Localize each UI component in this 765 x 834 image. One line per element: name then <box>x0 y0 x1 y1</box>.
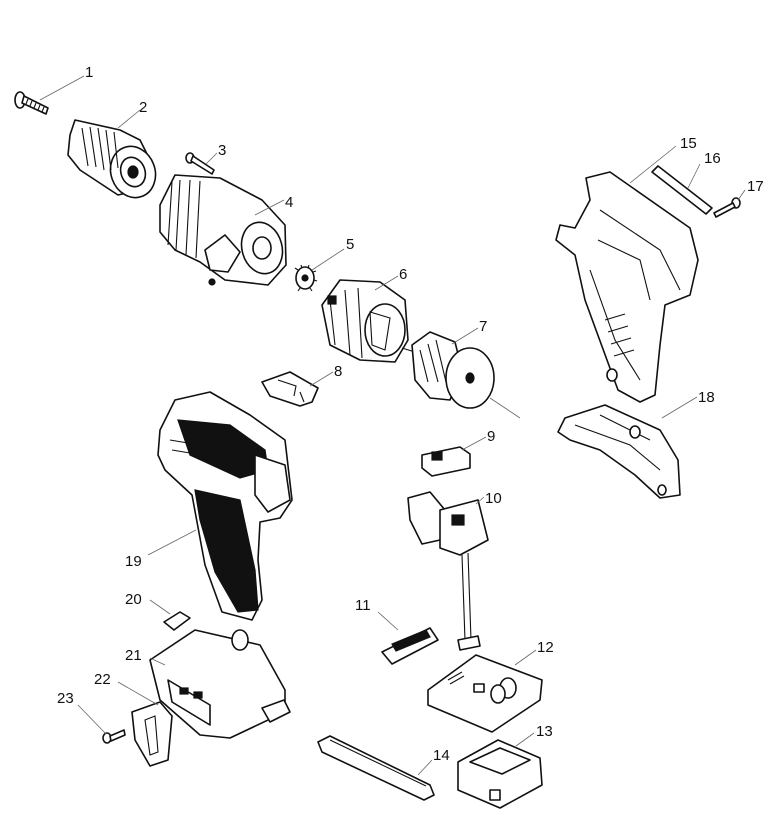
label-19: 19 <box>125 553 142 570</box>
label-16: 16 <box>704 150 721 167</box>
label-20: 20 <box>125 591 142 608</box>
part-19-housing-left <box>157 391 293 621</box>
label-6: 6 <box>399 266 407 283</box>
part-15-housing-right <box>555 171 699 403</box>
part-6-stator <box>321 279 409 363</box>
part-13-terminal <box>457 739 543 809</box>
label-12: 12 <box>537 639 554 656</box>
part-11-led-board <box>381 627 439 665</box>
label-11: 11 <box>355 597 371 614</box>
label-18: 18 <box>698 389 715 406</box>
part-9-switch <box>421 446 471 477</box>
part-21-battery-base <box>149 629 291 739</box>
part-20-clip <box>163 611 191 631</box>
part-8-lever <box>261 371 319 407</box>
label-15: 15 <box>680 135 697 152</box>
part-3-screw <box>185 152 215 175</box>
label-7: 7 <box>479 318 487 335</box>
label-1: 1 <box>85 64 93 81</box>
label-22: 22 <box>94 671 111 688</box>
part-4-gear-housing <box>159 174 287 286</box>
part-10-trigger-switch <box>407 491 489 651</box>
label-5: 5 <box>346 236 354 253</box>
label-2: 2 <box>139 99 147 116</box>
part-5-pinion <box>294 264 318 292</box>
label-9: 9 <box>487 428 495 445</box>
part-16-label-plate <box>651 165 713 215</box>
label-3: 3 <box>218 142 226 159</box>
label-13: 13 <box>536 723 553 740</box>
label-10: 10 <box>485 490 502 507</box>
label-14: 14 <box>433 747 450 764</box>
part-14-strap <box>317 735 435 801</box>
part-7-rotor <box>401 331 521 419</box>
part-17-screw <box>713 197 741 218</box>
part-18-base-cover <box>557 404 681 499</box>
part-12-controller <box>427 654 543 733</box>
label-23: 23 <box>57 690 74 707</box>
label-17: 17 <box>747 178 764 195</box>
label-21: 21 <box>125 647 142 664</box>
part-22-belt-hook <box>131 701 173 767</box>
label-4: 4 <box>285 194 293 211</box>
label-8: 8 <box>334 363 342 380</box>
part-2-chuck <box>67 119 157 199</box>
part-23-screw <box>102 729 126 744</box>
part-1-screw <box>14 91 49 115</box>
